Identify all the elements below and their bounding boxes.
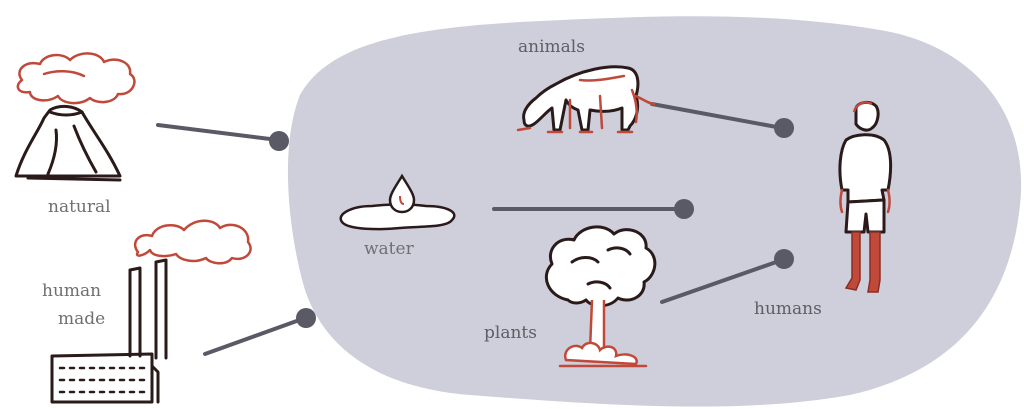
volcano-icon bbox=[16, 53, 134, 180]
label-plants: plants bbox=[484, 323, 537, 343]
label-human-made-line2: made bbox=[58, 309, 105, 329]
label-water: water bbox=[364, 239, 415, 259]
label-animals: animals bbox=[518, 37, 585, 57]
label-natural: natural bbox=[48, 197, 111, 217]
connector-natural-to-environment bbox=[158, 125, 289, 151]
label-humans: humans bbox=[754, 299, 822, 319]
connector-humanmade-to-environment bbox=[205, 308, 316, 354]
label-human-made-line1: human bbox=[42, 281, 101, 301]
